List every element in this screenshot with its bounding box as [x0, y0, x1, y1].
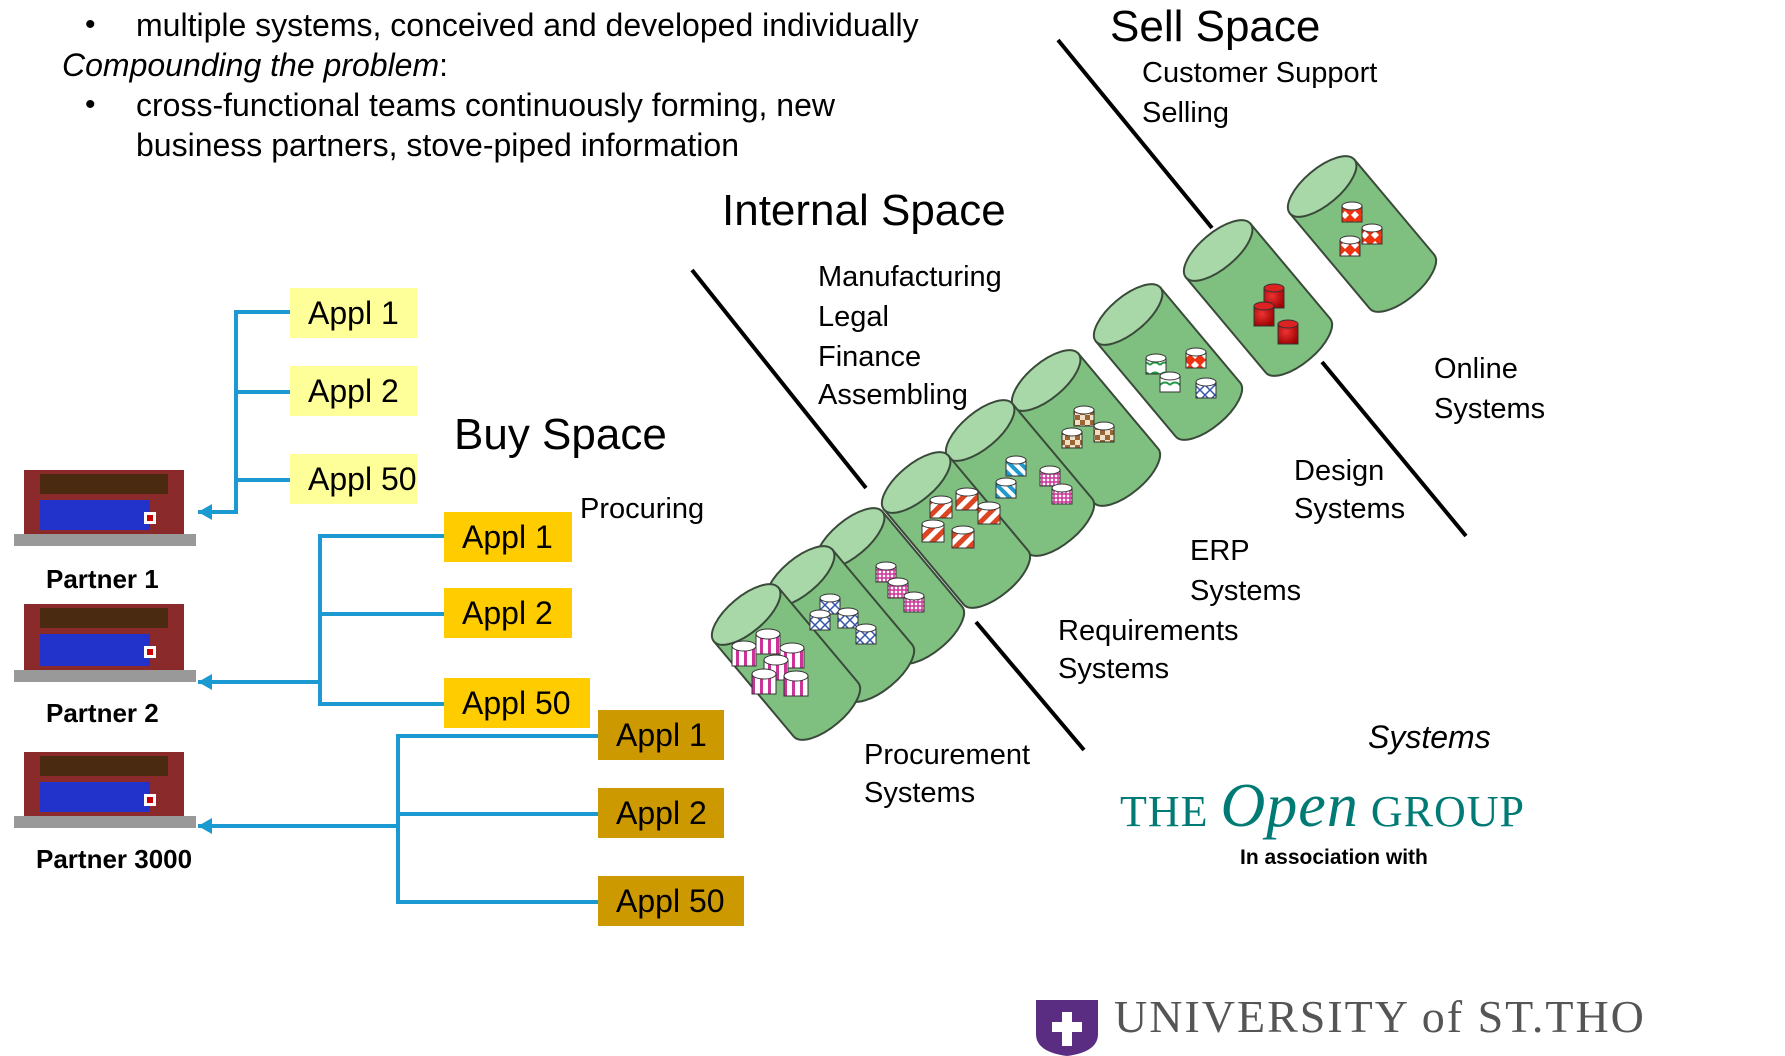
database-icon: [837, 607, 859, 629]
association-text: In association with: [1240, 846, 1428, 869]
cylinder-design: [1092, 283, 1244, 441]
partner2-appl-2: Appl 2: [444, 588, 572, 638]
divider-line: [1320, 360, 1468, 538]
partner1-appl-2: Appl 2: [290, 366, 417, 416]
database-icons: [731, 201, 1383, 697]
database-icon: [955, 487, 979, 511]
partner1-appl-1: Appl 1: [290, 288, 417, 338]
database-icon: [1051, 483, 1073, 505]
compounding-heading: Compounding the problem:: [62, 47, 449, 83]
database-icon: [887, 577, 909, 599]
online-systems-line2: Systems: [1434, 393, 1546, 425]
partner3000-appl-1: Appl 1: [598, 710, 724, 760]
database-icon: [1339, 235, 1361, 257]
buy-space-title: Buy Space: [454, 410, 667, 459]
divider-line: [690, 268, 868, 490]
storefront-icon: [14, 470, 196, 546]
database-icon: [1159, 371, 1181, 393]
database-icon: [903, 591, 925, 613]
database-icon: [751, 668, 777, 695]
database-icon: [1361, 223, 1383, 245]
procurement-systems-line1: Procurement: [864, 739, 1031, 771]
design-systems-line2: Systems: [1294, 493, 1406, 525]
partner-2-label: Partner 2: [46, 698, 159, 728]
database-icon: [819, 593, 841, 615]
partner3000-appl-2: Appl 2: [598, 788, 724, 838]
database-icon: [977, 501, 1001, 525]
database-icon: [1093, 421, 1115, 443]
cylinder-erp-b: [944, 399, 1096, 557]
erp-systems-line2: Systems: [1190, 575, 1302, 607]
partner-3000-label: Partner 3000: [36, 844, 193, 874]
database-icon: [755, 628, 781, 655]
requirements-systems-line2: Systems: [1058, 653, 1170, 685]
university-shield-icon: [1036, 1000, 1098, 1056]
requirements-systems-line1: Requirements: [1058, 615, 1239, 647]
erp-systems-line1: ERP: [1190, 535, 1250, 567]
database-icon: [1195, 377, 1217, 399]
online-systems-line1: Online: [1434, 353, 1518, 385]
database-icon: [1145, 353, 1167, 375]
bullet-cross-functional-2: business partners, stove-piped informati…: [136, 127, 739, 163]
database-icon: [731, 640, 757, 667]
internal-item-assembling: Assembling: [818, 379, 968, 411]
partner3000-appl-50: Appl 50: [598, 876, 744, 926]
design-systems-line1: Design: [1294, 455, 1385, 487]
internal-item-manufacturing: Manufacturing: [818, 261, 1002, 293]
partner1-appl-50: Appl 50: [290, 454, 417, 504]
database-icon: [921, 519, 945, 543]
divider-line: [1056, 38, 1214, 230]
systems-caption: Systems: [1368, 719, 1491, 755]
database-icon: [929, 495, 953, 519]
database-icon: [809, 609, 831, 631]
database-icon: [1253, 301, 1275, 327]
internal-item-legal: Legal: [818, 301, 889, 333]
database-icon: [1341, 201, 1363, 223]
bullet-dot: •: [85, 88, 96, 121]
database-icon: [951, 525, 975, 549]
storefront-icon: [14, 752, 196, 828]
database-icon: [1039, 465, 1061, 487]
bullet-dot: •: [85, 8, 96, 41]
database-icon: [1005, 455, 1027, 477]
storefront-icon: [14, 604, 196, 682]
database-icon: [995, 477, 1017, 499]
internal-item-finance: Finance: [818, 341, 922, 373]
partner-1-label: Partner 1: [46, 564, 159, 594]
partner2-connectors: [198, 534, 446, 706]
partner2-appl-50: Appl 50: [444, 678, 590, 728]
bullet-cross-functional-1: cross-functional teams continuously form…: [136, 87, 835, 123]
sell-item-selling: Selling: [1142, 97, 1230, 129]
divider-line: [974, 620, 1086, 752]
sell-item-customer-support: Customer Support: [1142, 57, 1378, 89]
database-icon: [779, 642, 805, 669]
database-icon: [1073, 405, 1095, 427]
bullet-multiple-systems: multiple systems, conceived and develope…: [136, 7, 919, 43]
database-icon: [1185, 347, 1207, 369]
sell-space-title: Sell Space: [1110, 2, 1321, 51]
database-icon: [783, 670, 809, 697]
database-icon: [855, 623, 877, 645]
partner3000-connectors: [198, 734, 600, 904]
university-logo-text: UNIVERSITY of ST.THO: [1114, 991, 1646, 1042]
database-icon: [875, 561, 897, 583]
open-group-logo: THE Open GROUP: [1120, 772, 1525, 840]
buy-item-procuring: Procuring: [580, 493, 705, 525]
partner2-appl-1: Appl 1: [444, 512, 572, 562]
database-icon: [1061, 427, 1083, 449]
procurement-systems-line2: Systems: [864, 777, 976, 809]
internal-space-title: Internal Space: [722, 186, 1006, 235]
partner1-connectors: [198, 310, 294, 520]
database-icon: [1277, 319, 1299, 345]
